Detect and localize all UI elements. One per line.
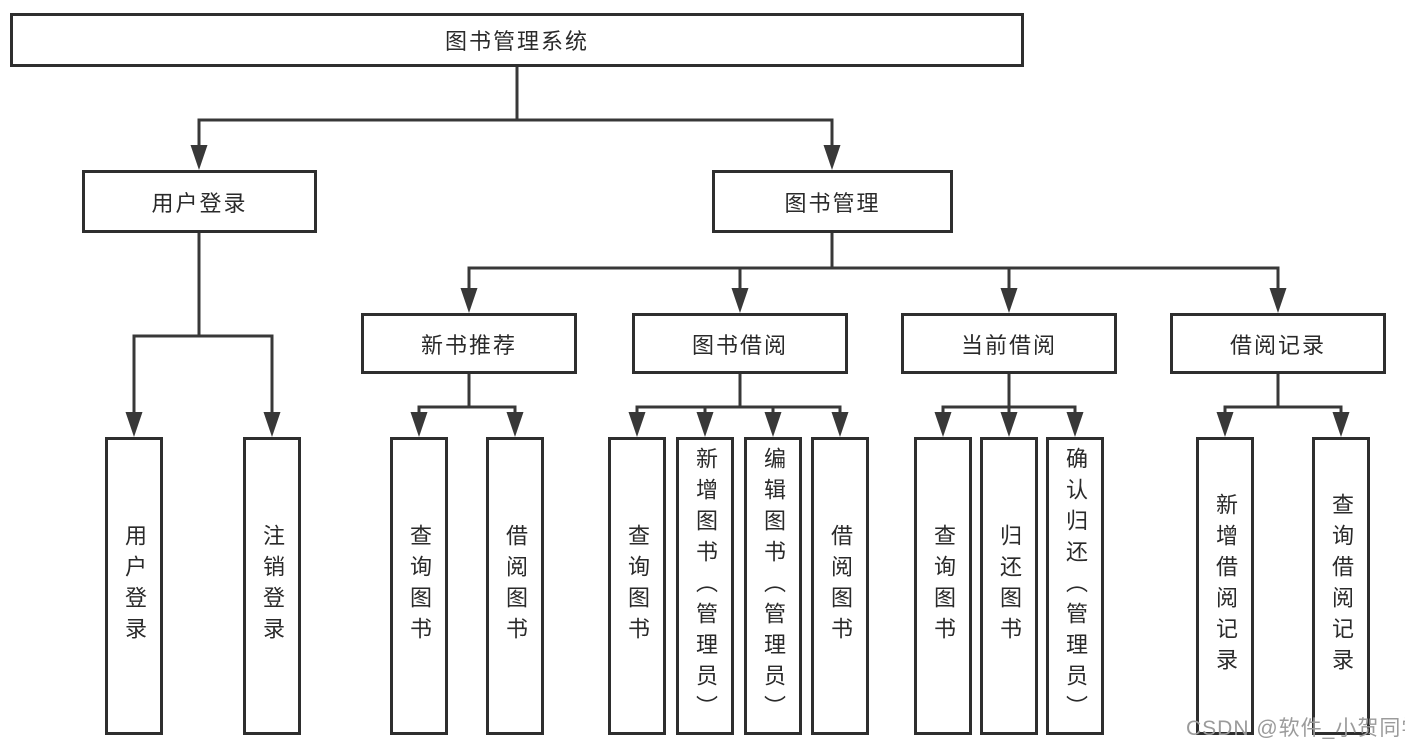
arrowhead [1000,288,1018,313]
arrowhead [1216,412,1234,437]
leaf-bb-edit-books: 编辑图书（管理员） [744,437,802,735]
node-root: 图书管理系统 [10,13,1024,67]
leaf-bb-query-books: 查询图书 [608,437,666,735]
arrowhead [125,412,143,437]
node-new-book-recommend-label: 新书推荐 [420,332,517,358]
node-root-label: 图书管理系统 [444,29,589,54]
leaf-nbr-borrow-books-label: 借阅图书 [503,524,528,648]
leaf-br-add-record-label: 新增借阅记录 [1213,493,1238,679]
arrowhead [764,412,782,437]
node-current-borrow: 当前借阅 [901,313,1117,374]
node-user-login-label: 用户登录 [151,190,248,216]
leaf-bb-query-books-label: 查询图书 [625,524,650,648]
leaf-nbr-borrow-books: 借阅图书 [486,437,544,735]
leaf-cb-query-books: 查询图书 [914,437,972,735]
leaf-bb-borrow-books: 借阅图书 [811,437,869,735]
connector-bookborrow-split [635,374,842,417]
node-book-borrow: 图书借阅 [632,313,848,374]
leaf-bb-add-books: 新增图书（管理员） [676,437,734,735]
leaf-br-query-record-label: 查询借阅记录 [1329,493,1354,679]
connector-records-split [1223,374,1343,417]
arrowhead [190,145,208,170]
connector-bookmgmt-split [467,233,1280,293]
leaf-logout-label: 注销登录 [260,524,285,648]
node-book-management-label: 图书管理 [784,190,881,216]
leaf-br-add-record: 新增借阅记录 [1196,437,1254,735]
node-user-login: 用户登录 [82,170,317,233]
arrowhead [628,412,646,437]
arrowhead [696,412,714,437]
node-book-management: 图书管理 [712,170,953,233]
leaf-cb-return-books: 归还图书 [980,437,1038,735]
connector-newbook-split [417,374,517,417]
arrowhead [1269,288,1287,313]
node-borrow-records: 借阅记录 [1170,313,1386,374]
watermark: CSDN @软件_小贺同学 [1186,717,1405,740]
arrowhead [410,412,428,437]
arrowhead [731,288,749,313]
leaf-cb-confirm-return: 确认归还（管理员） [1046,437,1104,735]
leaf-cb-query-books-label: 查询图书 [931,524,956,648]
connector-root-to-level2 [197,67,834,150]
node-borrow-records-label: 借阅记录 [1229,332,1326,358]
leaf-br-query-record: 查询借阅记录 [1312,437,1370,735]
arrowhead [823,145,841,170]
arrowhead [506,412,524,437]
arrowhead [1066,412,1084,437]
leaf-cb-confirm-return-label: 确认归还（管理员） [1063,446,1088,726]
leaf-bb-borrow-books-label: 借阅图书 [828,524,853,648]
leaf-cb-return-books-label: 归还图书 [997,524,1022,648]
leaf-user-login-label: 用户登录 [122,524,147,648]
connector-userlogin-split [132,233,274,417]
node-new-book-recommend: 新书推荐 [361,313,577,374]
leaf-bb-edit-books-label: 编辑图书（管理员） [761,446,786,726]
arrowhead [831,412,849,437]
arrowhead [1332,412,1350,437]
leaf-user-login: 用户登录 [105,437,163,735]
connector-currentborrow-split [941,374,1077,417]
leaf-nbr-query-books: 查询图书 [390,437,448,735]
arrowhead [263,412,281,437]
arrowhead [460,288,478,313]
leaf-bb-add-books-label: 新增图书（管理员） [693,446,718,726]
arrowhead [1000,412,1018,437]
node-book-borrow-label: 图书借阅 [691,332,788,358]
arrowhead [934,412,952,437]
leaf-logout: 注销登录 [243,437,301,735]
node-current-borrow-label: 当前借阅 [960,332,1057,358]
leaf-nbr-query-books-label: 查询图书 [407,524,432,648]
